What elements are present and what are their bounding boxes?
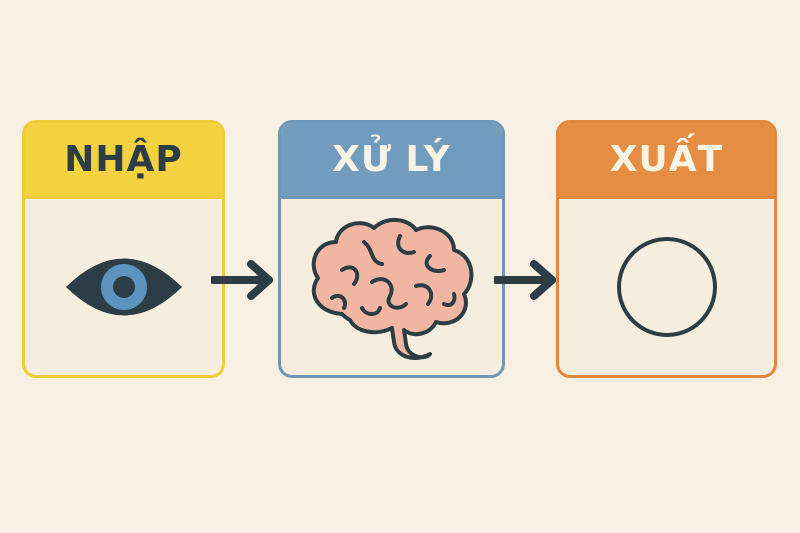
brain-icon	[311, 218, 473, 360]
step-process-body	[281, 199, 502, 375]
step-input-body	[25, 199, 222, 375]
circle-icon	[616, 237, 717, 337]
step-input-header: NHẬP	[25, 123, 222, 199]
step-process-header: XỬ LÝ	[281, 123, 502, 199]
arrow-right-icon	[494, 260, 556, 300]
step-output-body	[559, 199, 774, 375]
step-process-box: XỬ LÝ	[278, 120, 505, 378]
step-input-title: NHẬP	[64, 138, 183, 180]
step-input-box: NHẬP	[22, 120, 225, 378]
arrow-right-icon	[211, 260, 273, 300]
eye-icon	[65, 258, 182, 316]
step-output-title: XUẤT	[609, 138, 724, 180]
step-process-title: XỬ LÝ	[332, 138, 451, 180]
step-output-box: XUẤT	[556, 120, 777, 378]
step-output-header: XUẤT	[559, 123, 774, 199]
